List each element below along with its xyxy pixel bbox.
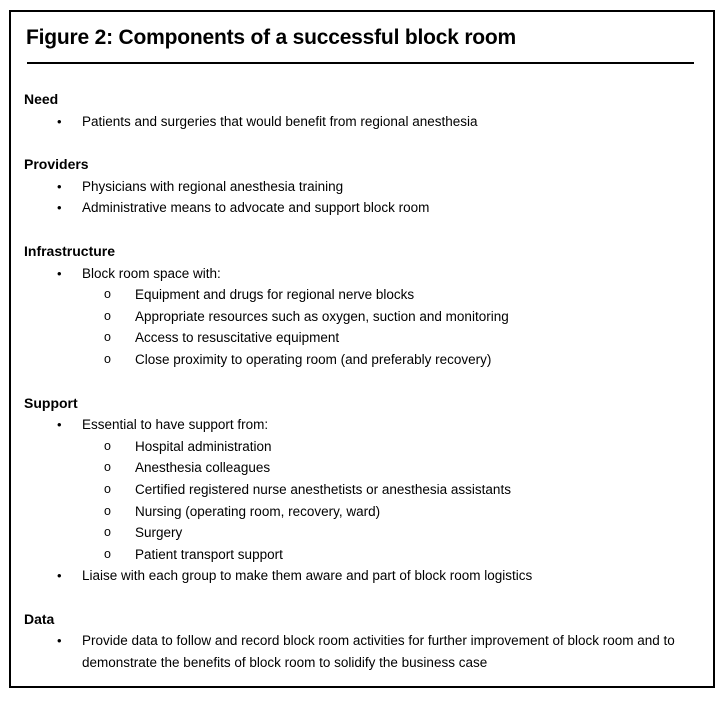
bullet-circle-icon: o	[104, 308, 111, 323]
list-item-text: Administrative means to advocate and sup…	[82, 200, 430, 216]
bullet-disc-icon: •	[57, 200, 62, 216]
bullet-disc-icon: •	[57, 633, 62, 649]
list-item-text: Equipment and drugs for regional nerve b…	[135, 287, 415, 303]
list-item: • Administrative means to advocate and s…	[24, 197, 699, 219]
list-item-text: Patient transport support	[135, 546, 283, 562]
list-item-text: Certified registered nurse anesthetists …	[135, 481, 511, 497]
section-heading: Need	[24, 91, 59, 107]
section-data: Data • Provide data to follow and record…	[24, 609, 699, 674]
section-infrastructure: Infrastructure • Block room space with: …	[24, 241, 699, 371]
list-item-text: Access to resuscitative equipment	[135, 330, 340, 346]
list-item: o Equipment and drugs for regional nerve…	[24, 284, 699, 306]
list-item-text: Appropriate resources such as oxygen, su…	[135, 308, 509, 324]
section-heading: Providers	[24, 156, 89, 173]
list-item-text: Close proximity to operating room (and p…	[135, 351, 492, 367]
list-item-text: Physicians with regional anesthesia trai…	[82, 178, 344, 194]
bullet-circle-icon: o	[104, 438, 111, 453]
bullet-disc-icon: •	[57, 178, 62, 194]
bullet-circle-icon: o	[104, 351, 111, 366]
section-providers: Providers • Physicians with regional ane…	[24, 154, 699, 219]
bullet-circle-icon: o	[104, 330, 111, 345]
list-item-text: Essential to have support from:	[82, 417, 269, 433]
list-item: o Patient transport support	[24, 544, 699, 566]
section-heading: Infrastructure	[24, 242, 116, 259]
list-item: o Close proximity to operating room (and…	[24, 349, 699, 371]
list-item-text: Surgery	[135, 525, 183, 541]
list-item: o Nursing (operating room, recovery, war…	[24, 501, 699, 523]
list-item-text: Hospital administration	[135, 438, 272, 454]
section-need: Need • Patients and surgeries that would…	[24, 89, 699, 132]
section-support: Support • Essential to have support from…	[24, 393, 699, 587]
figure-content: Need • Patients and surgeries that would…	[24, 89, 699, 674]
bullet-circle-icon: o	[104, 525, 111, 540]
bullet-circle-icon: o	[104, 503, 111, 518]
list-item: o Surgery	[24, 522, 699, 544]
bullet-disc-icon: •	[57, 265, 62, 281]
bullet-disc-icon: •	[57, 568, 62, 584]
bullet-circle-icon: o	[104, 546, 111, 561]
list-item: o Hospital administration	[24, 436, 699, 458]
list-item: • Liaise with each group to make them aw…	[24, 565, 699, 587]
list-item: • Patients and surgeries that would bene…	[24, 111, 699, 133]
list-item: • Essential to have support from:	[24, 414, 699, 436]
figure-title: Figure 2: Components of a successful blo…	[26, 26, 517, 49]
list-item-text: Liaise with each group to make them awar…	[82, 568, 533, 584]
list-item: o Certified registered nurse anesthetist…	[24, 479, 699, 501]
list-item: o Access to resuscitative equipment	[24, 327, 699, 349]
list-item: o Appropriate resources such as oxygen, …	[24, 306, 699, 328]
list-item-text: Block room space with:	[82, 265, 221, 281]
section-heading: Support	[24, 394, 78, 411]
list-item: • Physicians with regional anesthesia tr…	[24, 176, 699, 198]
list-item-text: Patients and surgeries that would benefi…	[82, 113, 478, 129]
bullet-disc-icon: •	[57, 113, 62, 129]
list-item: o Anesthesia colleagues	[24, 457, 699, 479]
bullet-circle-icon: o	[104, 481, 111, 496]
list-item-text: Provide data to follow and record block …	[82, 633, 675, 671]
bullet-circle-icon: o	[104, 287, 111, 302]
list-item: • Block room space with:	[24, 263, 699, 285]
bullet-disc-icon: •	[57, 417, 62, 433]
list-item-text: Nursing (operating room, recovery, ward)	[135, 503, 381, 519]
section-heading: Data	[24, 610, 55, 627]
bullet-circle-icon: o	[104, 460, 111, 475]
title-divider	[27, 62, 694, 64]
list-item: • Provide data to follow and record bloc…	[24, 630, 699, 673]
list-item-text: Anesthesia colleagues	[135, 460, 271, 476]
figure-frame: Figure 2: Components of a successful blo…	[9, 10, 715, 688]
